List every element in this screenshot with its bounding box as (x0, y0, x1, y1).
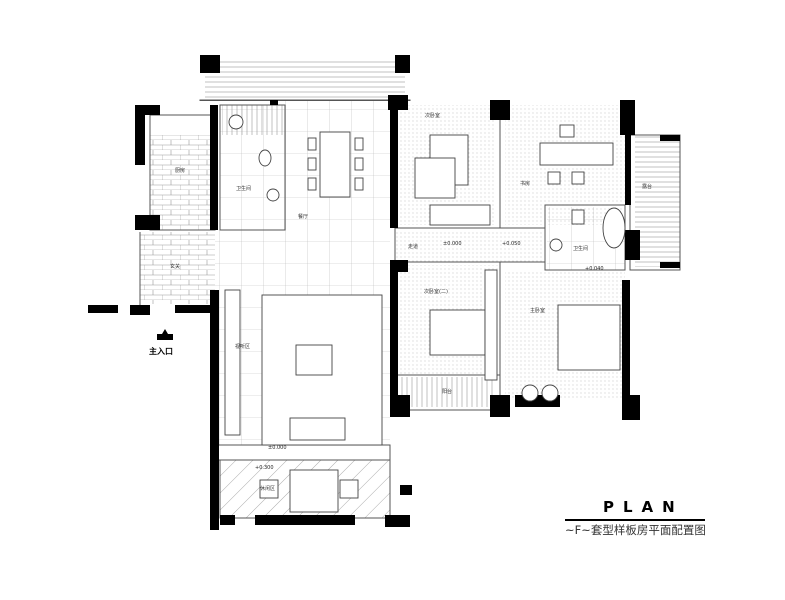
room-bedroom-2: 次卧室 (425, 112, 440, 119)
wardrobe-2 (484, 269, 498, 381)
room-dining: 餐厅 (298, 213, 308, 220)
room-corridor: 走道 (408, 243, 418, 250)
level-leisure: +0.300 (255, 465, 274, 471)
room-terrace: 露台 (642, 183, 652, 190)
leisure-table (289, 469, 339, 513)
partitions (139, 99, 681, 519)
wardrobe (429, 204, 491, 226)
room-master-bedroom: 主卧室 (530, 307, 545, 314)
coffee-table (295, 344, 333, 376)
walls (88, 55, 680, 530)
level-living: ±0.000 (268, 445, 287, 451)
main-entrance-label: 主入口 (149, 346, 173, 356)
room-leisure: 休闲区 (260, 485, 275, 492)
room-labels: 厨房 卫生间 餐厅 玄关 视听区 休闲区 次卧室 书房 走道 卫生间 露台 次卧… (149, 112, 652, 492)
level-corridor-b: +0.050 (502, 241, 521, 247)
level-corridor-a: ±0.000 (443, 241, 462, 247)
level-bathroom-2: +0.040 (585, 266, 604, 272)
room-bathroom-2: 卫生间 (573, 245, 588, 252)
tv-cabinet (224, 289, 241, 436)
entry-arrow-icon (157, 329, 173, 340)
plan-subtitle: ~F~套型样板房平面配置图 (565, 523, 706, 537)
dining-table (319, 131, 351, 198)
room-study: 书房 (520, 180, 530, 187)
room-bedroom-3: 次卧室(二) (424, 288, 448, 295)
bathtub (602, 207, 626, 249)
bed-bedroom-3 (429, 309, 486, 356)
room-living: 视听区 (235, 343, 250, 350)
furniture (157, 114, 626, 513)
room-kitchen: 厨房 (175, 167, 185, 174)
study-desk (539, 142, 614, 166)
sofa (289, 417, 346, 441)
plan-title: PLAN (603, 498, 684, 516)
room-balcony: 阳台 (442, 388, 452, 395)
title-underline (565, 519, 705, 521)
room-bathroom-1: 卫生间 (236, 185, 251, 192)
floor-fills (140, 60, 680, 518)
level-marks: ±0.000 ±0.000 +0.050 +0.040 +0.300 (255, 241, 604, 471)
master-bed (557, 304, 621, 371)
room-foyer: 玄关 (170, 263, 180, 270)
